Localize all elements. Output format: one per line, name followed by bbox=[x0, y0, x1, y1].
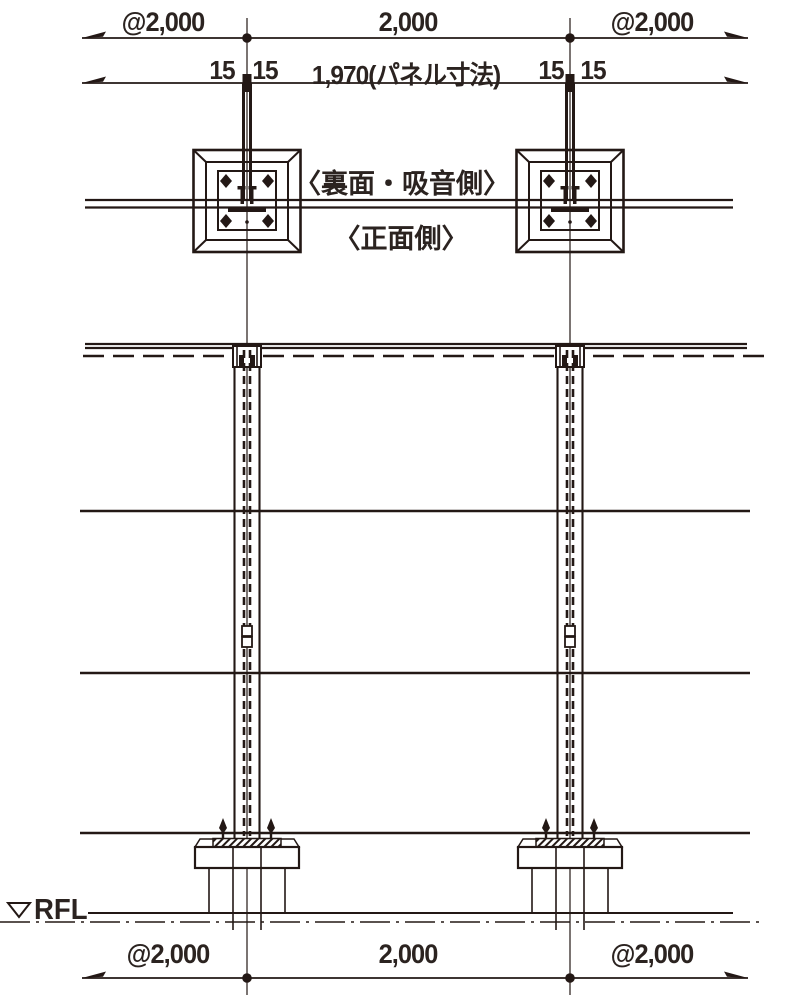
panel-rail-lines bbox=[80, 198, 764, 835]
rfl-level-lines bbox=[0, 902, 764, 923]
dim-top-left: @2,000 bbox=[121, 7, 206, 37]
dim-top-center: 2,000 bbox=[378, 7, 439, 37]
dim-top-right: @2,000 bbox=[610, 7, 695, 37]
dim-panel-15-right-b: 15 bbox=[580, 55, 606, 85]
label-back-absorbing-side: 〈裏面・吸音側〉 bbox=[294, 169, 510, 199]
dim-panel-15-left-b: 15 bbox=[252, 55, 278, 85]
dim-panel-15-right-a: 15 bbox=[538, 55, 564, 85]
dim-panel-size: 1,970(パネル寸法) bbox=[311, 60, 501, 90]
label-front-side: 〈正面側〉 bbox=[333, 224, 469, 254]
dimension-line-top bbox=[82, 31, 748, 43]
dim-bottom-center: 2,000 bbox=[378, 939, 439, 969]
dimension-line-panel bbox=[82, 74, 748, 92]
post-upper-stubs bbox=[242, 83, 575, 199]
dim-bottom-left: @2,000 bbox=[126, 939, 211, 969]
label-rfl-level: RFL bbox=[34, 894, 88, 926]
dimension-line-bottom bbox=[82, 971, 748, 983]
dim-bottom-right: @2,000 bbox=[610, 939, 695, 969]
dim-panel-15-left-a: 15 bbox=[209, 55, 235, 85]
